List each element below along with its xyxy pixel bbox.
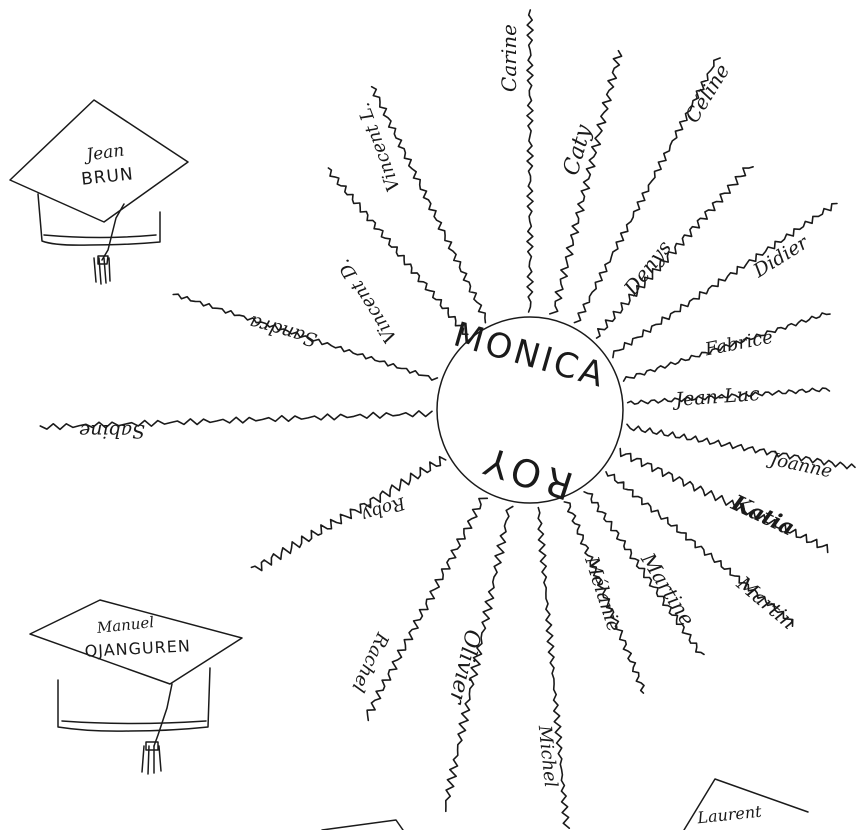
cap2-line2: OJANGUREN [84, 636, 191, 661]
name-caty: Caty [559, 122, 597, 179]
name-roby: Roby [359, 492, 408, 525]
name-jean-luc: Jean-Luc [671, 383, 761, 411]
cap1-cord [102, 204, 124, 260]
signature-ray [372, 87, 486, 323]
name-celine: Céline [680, 60, 735, 128]
signature-ray [527, 10, 533, 312]
name-denys: Denys [618, 236, 676, 301]
graduation-cap-icon: Manuel OJANGUREN [30, 600, 242, 774]
name-didier: Didier [749, 231, 814, 283]
cap1-line1: Jean [82, 141, 125, 167]
name-martine: Martine [636, 548, 700, 630]
name-katia: Katia [727, 489, 799, 541]
cap2-base-line [62, 721, 206, 724]
name-carine: Carine [497, 24, 521, 92]
name-laurent: Laurent [695, 802, 763, 828]
center-last-name: ROY [474, 437, 578, 508]
signature-ray [550, 51, 622, 314]
cap2-cord [154, 684, 172, 746]
name-sandra: Sandra [247, 311, 320, 351]
bottom-cap-fragment [322, 820, 403, 830]
name-joanne: Joanne [764, 448, 834, 482]
name-sabine: Sabine [79, 420, 145, 442]
laurent-cap: Laurent [684, 779, 808, 830]
signature-ray [597, 167, 754, 338]
cap1-base-line [44, 235, 156, 238]
center-first-name: MONICA [449, 315, 611, 397]
graduation-cap-icon: Jean BRUN [10, 100, 188, 284]
cap1-line2: BRUN [80, 164, 134, 189]
cap2-tassel [142, 742, 161, 774]
name-rachel: Rachel [347, 629, 393, 696]
name-fabrice: Fabrice [702, 327, 774, 361]
signature-rays [40, 10, 855, 828]
name-martin: Martin [731, 571, 800, 635]
name-olivier: Olivier [443, 627, 485, 707]
signature-ray [251, 457, 445, 571]
signature-ray [328, 168, 467, 334]
cap2-line1: Manuel [95, 613, 155, 637]
name-vincent-l: Vincent L. [353, 100, 405, 195]
name-melanie: Mélanie [580, 553, 625, 635]
name-vincent-d: Vincent D. [333, 255, 401, 347]
